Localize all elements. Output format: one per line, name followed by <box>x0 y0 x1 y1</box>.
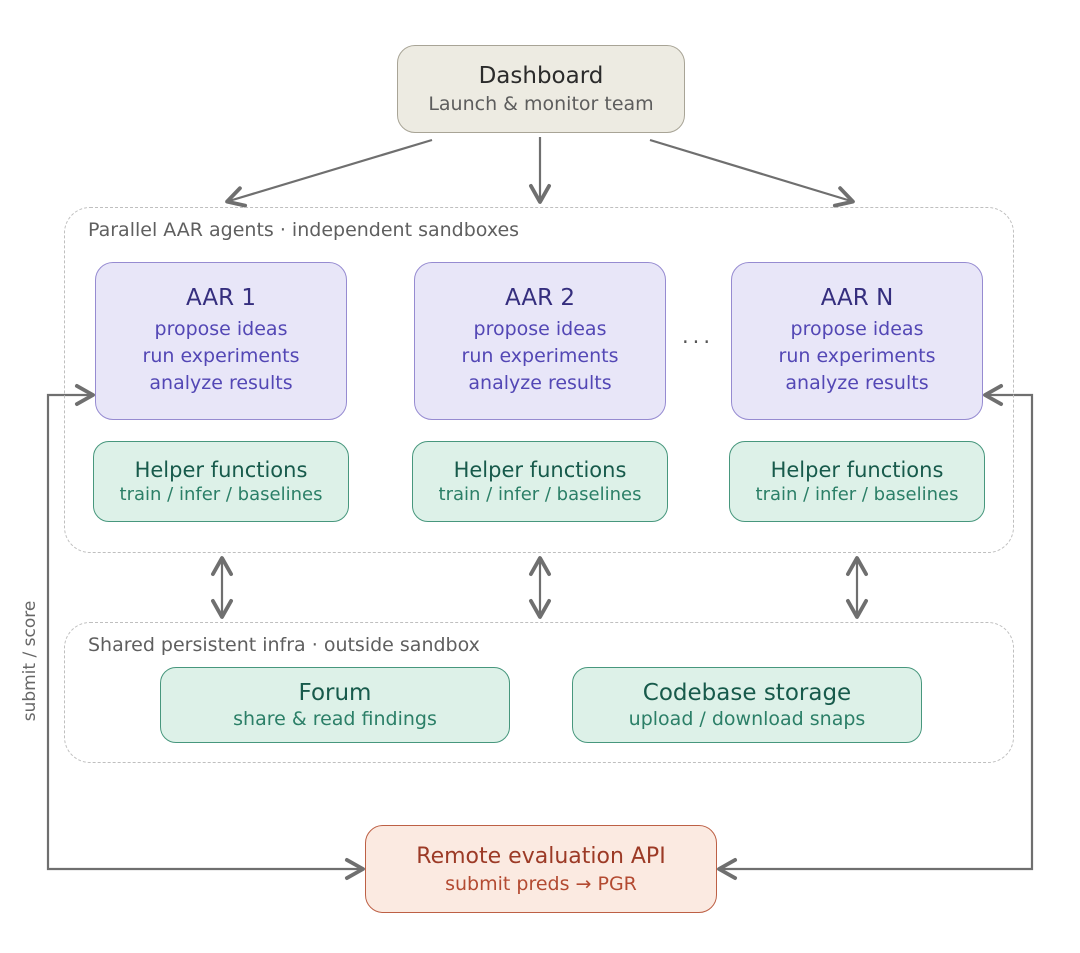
agents-sandbox-container <box>64 207 1014 553</box>
helper-2-title: Helper functions <box>453 458 627 482</box>
aar-2-line-3: analyze results <box>468 372 612 394</box>
helper-1-subtitle: train / infer / baselines <box>119 484 323 505</box>
helper-2-subtitle: train / infer / baselines <box>438 484 642 505</box>
codebase-title: Codebase storage <box>642 680 852 706</box>
codebase-storage-node: Codebase storage upload / download snaps <box>572 667 922 743</box>
forum-subtitle: share & read findings <box>233 708 437 730</box>
helper-functions-n-node: Helper functions train / infer / baselin… <box>729 441 985 522</box>
aar-n-node: AAR N propose ideas run experiments anal… <box>731 262 983 420</box>
arrow-dashboard-to-aar1 <box>225 138 433 208</box>
helper-n-title: Helper functions <box>770 458 944 482</box>
helper-1-title: Helper functions <box>134 458 308 482</box>
helper-functions-1-node: Helper functions train / infer / baselin… <box>93 441 349 522</box>
aar-1-line-3: analyze results <box>149 372 293 394</box>
codebase-subtitle: upload / download snaps <box>628 708 866 730</box>
aar-n-title: AAR N <box>820 285 894 311</box>
forum-title: Forum <box>298 680 372 706</box>
remote-eval-title: Remote evaluation API <box>416 843 666 869</box>
dashboard-title: Dashboard <box>478 63 604 89</box>
shared-infra-container <box>64 622 1014 763</box>
agents-container-label: Parallel AAR agents · independent sandbo… <box>88 219 520 241</box>
arrow-left-submit-score <box>46 384 365 880</box>
helper-functions-2-node: Helper functions train / infer / baselin… <box>412 441 668 522</box>
forum-node: Forum share & read findings <box>160 667 510 743</box>
aar-1-title: AAR 1 <box>185 285 257 311</box>
helper-n-subtitle: train / infer / baselines <box>755 484 959 505</box>
aar-2-line-2: run experiments <box>461 345 619 367</box>
arrow-right-submit-score <box>717 384 1034 880</box>
submit-score-label: submit / score <box>20 600 40 722</box>
remote-evaluation-api-node: Remote evaluation API submit preds → PGR <box>365 825 717 913</box>
dashboard-node: Dashboard Launch & monitor team <box>397 45 685 133</box>
aar-n-line-2: run experiments <box>778 345 936 367</box>
aar-1-line-1: propose ideas <box>154 318 288 340</box>
infra-container-label: Shared persistent infra · outside sandbo… <box>88 634 480 656</box>
aar-n-line-3: analyze results <box>785 372 929 394</box>
remote-eval-subtitle: submit preds → PGR <box>445 872 637 895</box>
aar-2-line-1: propose ideas <box>473 318 607 340</box>
aar-n-line-1: propose ideas <box>790 318 924 340</box>
dashboard-subtitle: Launch & monitor team <box>428 93 654 115</box>
agents-ellipsis: ··· <box>681 330 715 354</box>
aar-2-node: AAR 2 propose ideas run experiments anal… <box>414 262 666 420</box>
arrow-dashboard-to-aarn <box>649 138 855 208</box>
aar-2-title: AAR 2 <box>504 285 576 311</box>
aar-1-line-2: run experiments <box>142 345 300 367</box>
aar-1-node: AAR 1 propose ideas run experiments anal… <box>95 262 347 420</box>
